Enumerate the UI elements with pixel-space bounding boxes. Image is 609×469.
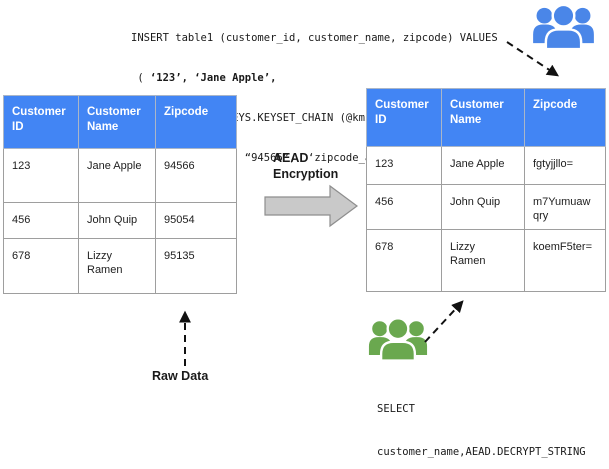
cell: 95054 (155, 202, 237, 239)
code-line: customer_name,AEAD.DECRYPT_STRING (377, 445, 586, 459)
cell: koemF5ter= (524, 229, 606, 292)
column-header: Zipcode (155, 95, 237, 149)
encrypted-data-table: Customer ID Customer Name Zipcode 123 Ja… (366, 88, 606, 292)
cell: 456 (3, 202, 79, 239)
users-group-blue-icon (533, 3, 594, 51)
select-to-encrypted-table-arrow (424, 300, 464, 343)
column-header: Customer ID (3, 95, 79, 149)
select-query-code: SELECT customer_name,AEAD.DECRYPT_STRING… (377, 373, 586, 469)
cell: 678 (3, 238, 79, 294)
cell: 678 (366, 229, 442, 292)
cell: John Quip (441, 184, 525, 230)
code-text: customer_name,AEAD.DECRYPT_STRING (377, 446, 586, 459)
column-header: Zipcode (524, 88, 606, 147)
column-header: Customer Name (78, 95, 156, 149)
table-row: 678 Lizzy Ramen koemF5ter= (366, 229, 606, 292)
cell: 95135 (155, 238, 237, 294)
table-row: 678 Lizzy Ramen 95135 (3, 238, 237, 294)
cell: m7Yumuawqry (524, 184, 606, 230)
encryption-flow-arrow (264, 184, 359, 228)
label-line: Encryption (273, 166, 339, 181)
cell: Jane Apple (441, 146, 525, 185)
table-header-row: Customer ID Customer Name Zipcode (3, 95, 237, 149)
aead-encryption-label: AEAD Encryption (273, 151, 338, 182)
users-group-green-icon (368, 317, 428, 362)
code-line: SELECT (377, 402, 586, 416)
cell: fgtyjjllo= (524, 146, 606, 185)
table-row: 456 John Quip m7Yumuawqry (366, 184, 606, 230)
raw-data-label: Raw Data (152, 369, 209, 383)
column-header: Customer Name (441, 88, 525, 147)
code-text: SELECT (377, 402, 415, 415)
code-text-bold: ‘123’, ‘Jane Apple’, (149, 72, 277, 85)
table-row: 123 Jane Apple 94566 (3, 148, 237, 203)
cell: 94566 (155, 148, 237, 203)
cell: 123 (3, 148, 79, 203)
table-header-row: Customer ID Customer Name Zipcode (366, 88, 606, 147)
cell: John Quip (78, 202, 156, 239)
cell: Lizzy Ramen (78, 238, 156, 294)
cell: 123 (366, 146, 442, 185)
code-line: INSERT table1 (customer_id, customer_nam… (131, 32, 498, 45)
label-line: AEAD (273, 151, 309, 165)
table-row: 123 Jane Apple fgtyjjllo= (366, 146, 606, 185)
code-text: ( (131, 72, 150, 85)
cell: 456 (366, 184, 442, 230)
cell: Lizzy Ramen (441, 229, 525, 292)
column-header: Customer ID (366, 88, 442, 147)
cell: Jane Apple (78, 148, 156, 203)
code-text: INSERT table1 (customer_id, customer_nam… (131, 31, 498, 44)
code-line: ( ‘123’, ‘Jane Apple’, (131, 72, 498, 85)
raw-data-table: Customer ID Customer Name Zipcode 123 Ja… (3, 95, 237, 294)
table-row: 456 John Quip 95054 (3, 202, 237, 239)
